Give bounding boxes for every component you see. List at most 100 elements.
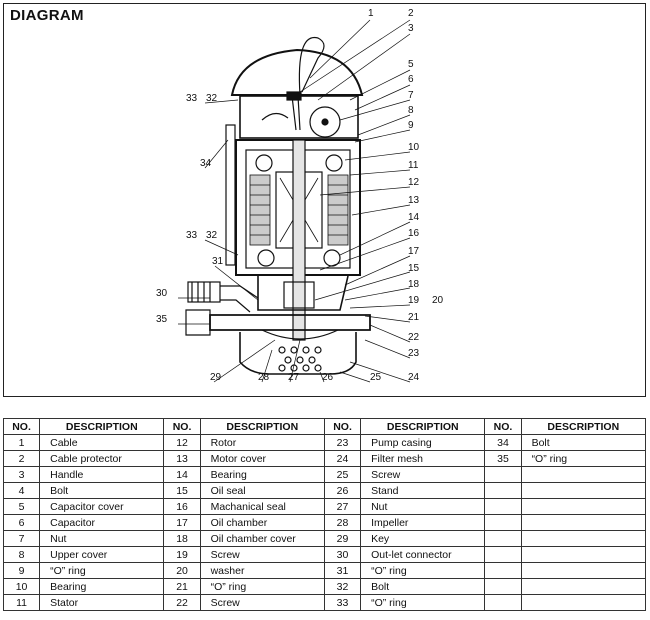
part-number-cell: 11 xyxy=(2,594,41,611)
callout-label: 23 xyxy=(408,348,420,359)
part-description-cell: “O” ring xyxy=(39,562,165,579)
part-number-cell: 16 xyxy=(163,498,201,515)
callout-label: 18 xyxy=(408,279,420,290)
part-description-cell: Nut xyxy=(360,498,486,515)
part-description-cell: Handle xyxy=(39,466,165,483)
callout-label: 32 xyxy=(206,230,218,241)
callout-label: 31 xyxy=(212,256,224,267)
part-description-cell: Cable protector xyxy=(39,450,165,467)
callout-label: 19 xyxy=(408,295,420,306)
header-description: DESCRIPTION xyxy=(199,418,325,435)
part-description-cell: Stand xyxy=(360,482,486,499)
callout-label: 1 xyxy=(368,8,374,19)
part-number-cell: 21 xyxy=(163,578,201,595)
part-description-cell: Out-let connector xyxy=(360,546,486,563)
part-number-cell: 28 xyxy=(323,514,362,531)
callout-label: 3 xyxy=(408,23,414,34)
callout-label: 28 xyxy=(258,372,270,383)
part-number-cell: 25 xyxy=(323,466,362,483)
part-description-cell: Bolt xyxy=(39,482,165,499)
part-description-cell: Rotor xyxy=(199,434,325,451)
part-description-cell xyxy=(520,530,647,547)
part-number-cell: 15 xyxy=(163,482,201,499)
stator-shape xyxy=(249,174,349,246)
impeller-shape xyxy=(261,329,339,340)
part-number-cell: 13 xyxy=(163,450,201,467)
callout-label: 9 xyxy=(408,120,414,131)
part-description-cell: Screw xyxy=(360,466,486,483)
bolt-shape xyxy=(225,124,236,266)
part-number-cell: 17 xyxy=(163,514,201,531)
header-no: NO. xyxy=(163,418,201,435)
part-description-cell xyxy=(520,514,647,531)
callout-label: 12 xyxy=(408,177,420,188)
callout-label: 8 xyxy=(408,105,414,116)
oil-chamber-shape xyxy=(257,275,349,311)
part-description-cell: Key xyxy=(360,530,486,547)
filter-mesh-shape xyxy=(239,332,357,375)
part-number-cell: 34 xyxy=(484,434,522,451)
callout-label: 27 xyxy=(288,372,300,383)
part-description-cell: “O” ring xyxy=(199,578,325,595)
callout-label: 33 xyxy=(186,93,198,104)
part-description-cell: Cable xyxy=(39,434,165,451)
part-number-cell: 8 xyxy=(2,546,41,563)
part-description-cell: Oil chamber xyxy=(199,514,325,531)
part-number-cell: 3 xyxy=(2,466,41,483)
table-header-row: NO. DESCRIPTION NO. DESCRIPTION NO. DESC… xyxy=(2,418,647,435)
part-number-cell xyxy=(484,562,522,579)
part-description-cell: “O” ring xyxy=(520,450,647,467)
part-number-cell xyxy=(484,498,522,515)
part-description-cell xyxy=(520,578,647,595)
callout-label: 6 xyxy=(408,74,414,85)
part-number-cell: 9 xyxy=(2,562,41,579)
pump-casing-shape xyxy=(209,314,371,331)
part-description-cell xyxy=(520,466,647,483)
callout-label: 30 xyxy=(156,288,168,299)
part-number-cell: 23 xyxy=(323,434,362,451)
callout-label: 5 xyxy=(408,59,414,70)
part-number-cell: 19 xyxy=(163,546,201,563)
callout-label: 21 xyxy=(408,312,420,323)
part-number-cell: 14 xyxy=(163,466,201,483)
header-no: NO. xyxy=(484,418,522,435)
part-description-cell: Capacitor xyxy=(39,514,165,531)
part-number-cell xyxy=(484,594,522,611)
callout-label: 32 xyxy=(206,93,218,104)
part-description-cell: Bolt xyxy=(520,434,647,451)
callout-label: 24 xyxy=(408,372,420,383)
part-number-cell: 7 xyxy=(2,530,41,547)
callout-label: 17 xyxy=(408,246,420,257)
part-description-cell: Pump casing xyxy=(360,434,486,451)
part-number-cell xyxy=(484,530,522,547)
handle-shape xyxy=(298,36,325,96)
part-number-cell: 32 xyxy=(323,578,362,595)
callout-label: 25 xyxy=(370,372,382,383)
part-description-cell: Motor cover xyxy=(199,450,325,467)
part-description-cell: “O” ring xyxy=(360,594,486,611)
callout-label: 14 xyxy=(408,212,420,223)
part-description-cell: Bearing xyxy=(199,466,325,483)
part-description-cell: Bearing xyxy=(39,578,165,595)
part-number-cell: 2 xyxy=(2,450,41,467)
part-number-cell: 4 xyxy=(2,482,41,499)
callout-label: 15 xyxy=(408,263,420,274)
callout-label: 10 xyxy=(408,142,420,153)
part-number-cell xyxy=(484,466,522,483)
part-description-cell xyxy=(520,594,647,611)
part-description-cell xyxy=(520,546,647,563)
part-number-cell: 29 xyxy=(323,530,362,547)
callout-label: 20 xyxy=(432,295,444,306)
header-description: DESCRIPTION xyxy=(520,418,647,435)
parts-table: NO. DESCRIPTION NO. DESCRIPTION NO. DESC… xyxy=(2,418,647,611)
top-cover-shape xyxy=(230,48,364,96)
callout-label: 26 xyxy=(322,372,334,383)
